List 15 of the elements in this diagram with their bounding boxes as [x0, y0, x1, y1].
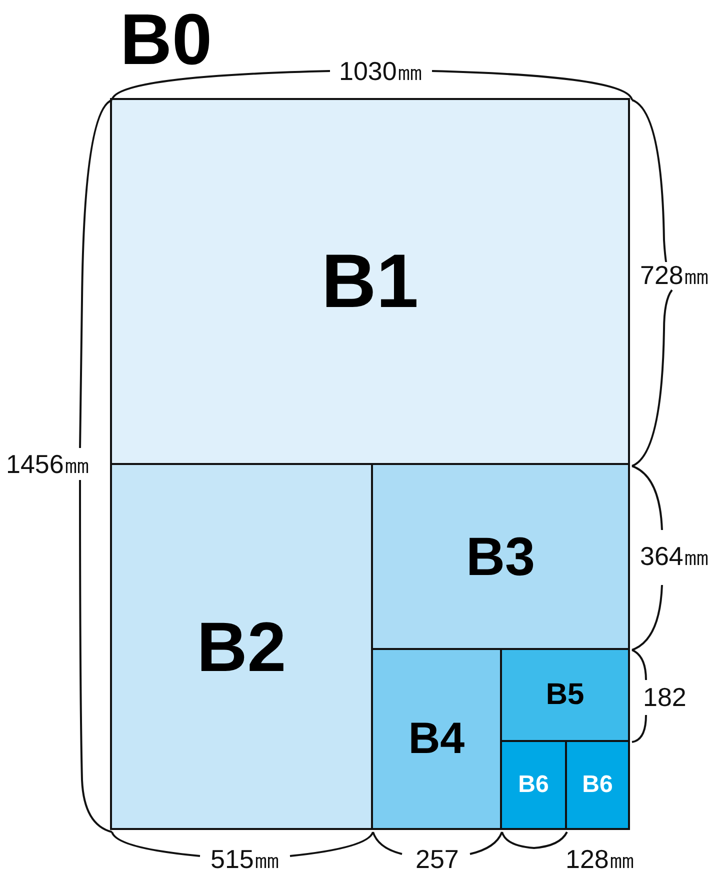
- size-label: B6: [582, 773, 613, 797]
- paper-size-box: [371, 648, 502, 830]
- paper-size-box: [565, 740, 630, 830]
- paper-size-box: [500, 648, 630, 742]
- size-label: B2: [196, 612, 286, 682]
- paper-size-box: [110, 98, 630, 465]
- size-label: B1: [321, 244, 419, 320]
- size-label: B3: [466, 530, 536, 584]
- size-label: B4: [408, 717, 465, 761]
- paper-size-box: [371, 463, 630, 650]
- size-label: B6: [518, 773, 549, 797]
- sheet-heading: B0: [120, 4, 212, 76]
- paper-size-box: [500, 740, 567, 830]
- size-label: B5: [546, 680, 584, 710]
- paper-size-box: [110, 463, 373, 830]
